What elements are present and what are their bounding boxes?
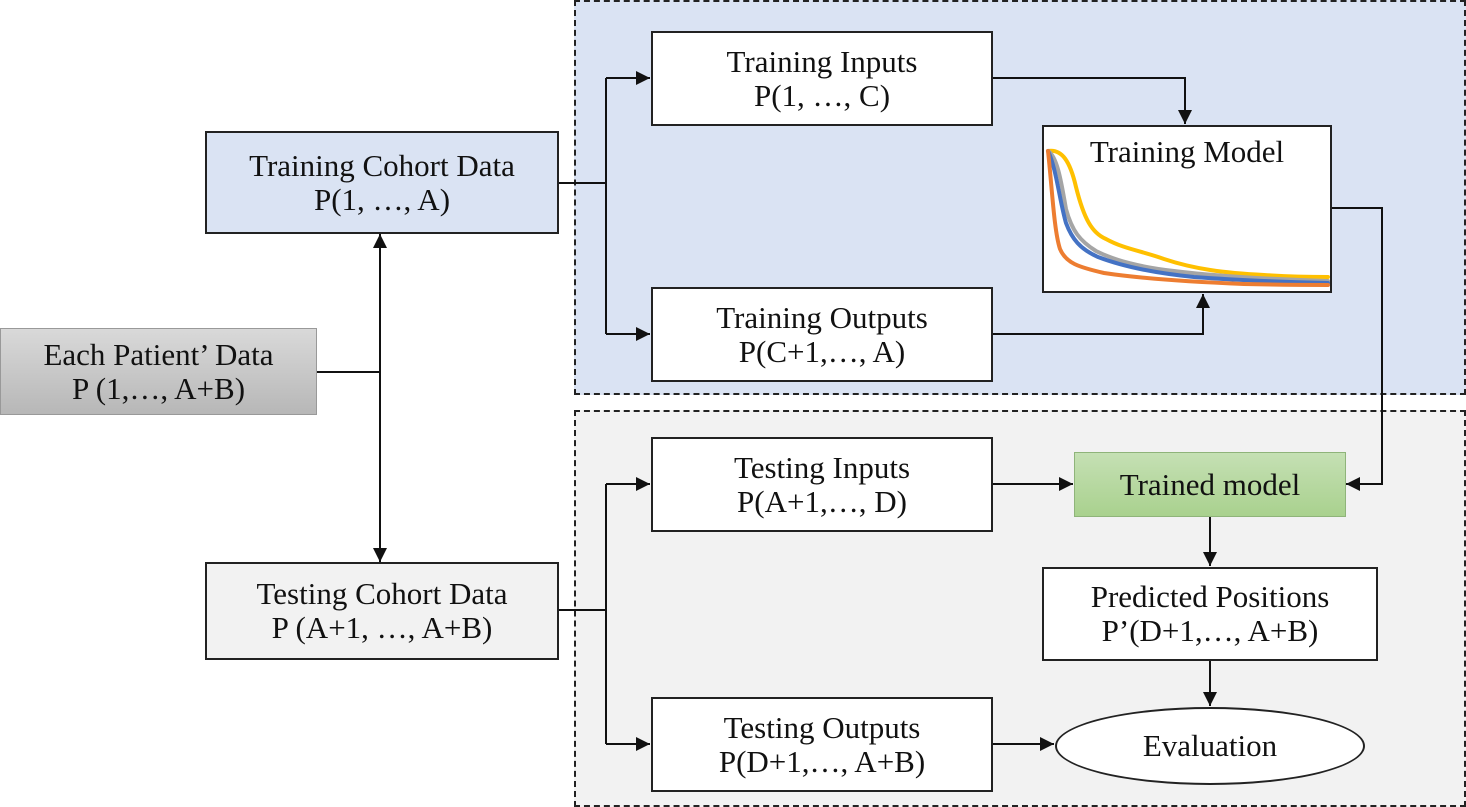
testing-cohort-range: P (A+1, …, A+B) [271, 610, 493, 645]
training-inputs-to-model-arrow [992, 77, 1192, 124]
training-outputs-title: Training Outputs [716, 299, 928, 335]
testing-cohort-title: Testing Cohort Data [256, 576, 508, 611]
model-to-trained-model-arrow [1331, 207, 1383, 491]
loss-curve-blue [1046, 149, 1330, 285]
each-patient-data-range: P (1,…, A+B) [71, 370, 246, 406]
each-patient-data-title: Each Patient’ Data [43, 336, 274, 372]
testing-cohort-data-node: Testing Cohort Data P (A+1, …, A+B) [205, 562, 559, 660]
testing-inputs-range: P(A+1,…, D) [737, 483, 907, 519]
trained-model-title: Trained model [1119, 466, 1301, 502]
predicted-positions-title: Predicted Positions [1090, 579, 1330, 614]
predicted-positions-node: Predicted Positions P’(D+1,…, A+B) [1042, 567, 1378, 661]
loss-curves-plot [1046, 148, 1330, 287]
predicted-positions-range: P’(D+1,…, A+B) [1101, 613, 1319, 648]
training-model-title: Training Model [1089, 134, 1285, 169]
testing-outputs-node: Testing Outputs P(D+1,…, A+B) [651, 697, 993, 792]
training-model-node: Training Model [1042, 125, 1332, 293]
training-cohort-data-node: Training Cohort Data P(1, …, A) [205, 131, 559, 234]
training-inputs-title: Training Inputs [726, 43, 918, 79]
testing-outputs-range: P(D+1,…, A+B) [718, 743, 926, 779]
training-inputs-range: P(1, …, C) [753, 77, 891, 113]
evaluation-title: Evaluation [1142, 728, 1278, 763]
training-outputs-range: P(C+1,…, A) [738, 333, 906, 369]
training-outputs-to-model-arrow [992, 294, 1210, 335]
training-cohort-title: Training Cohort Data [249, 147, 515, 183]
testing-inputs-node: Testing Inputs P(A+1,…, D) [651, 437, 993, 532]
evaluation-node: Evaluation [1055, 707, 1365, 785]
testing-outputs-title: Testing Outputs [723, 709, 921, 745]
training-inputs-node: Training Inputs P(1, …, C) [651, 31, 993, 126]
training-outputs-node: Training Outputs P(C+1,…, A) [651, 287, 993, 382]
loss-curve-orange [1046, 149, 1330, 287]
each-patient-data-node: Each Patient’ Data P (1,…, A+B) [0, 328, 317, 415]
loss-curve-gray [1046, 149, 1330, 283]
training-cohort-range: P(1, …, A) [313, 181, 451, 217]
loss-curve-yellow [1046, 148, 1330, 279]
trained-model-node: Trained model [1074, 452, 1346, 517]
testing-inputs-title: Testing Inputs [733, 449, 911, 485]
